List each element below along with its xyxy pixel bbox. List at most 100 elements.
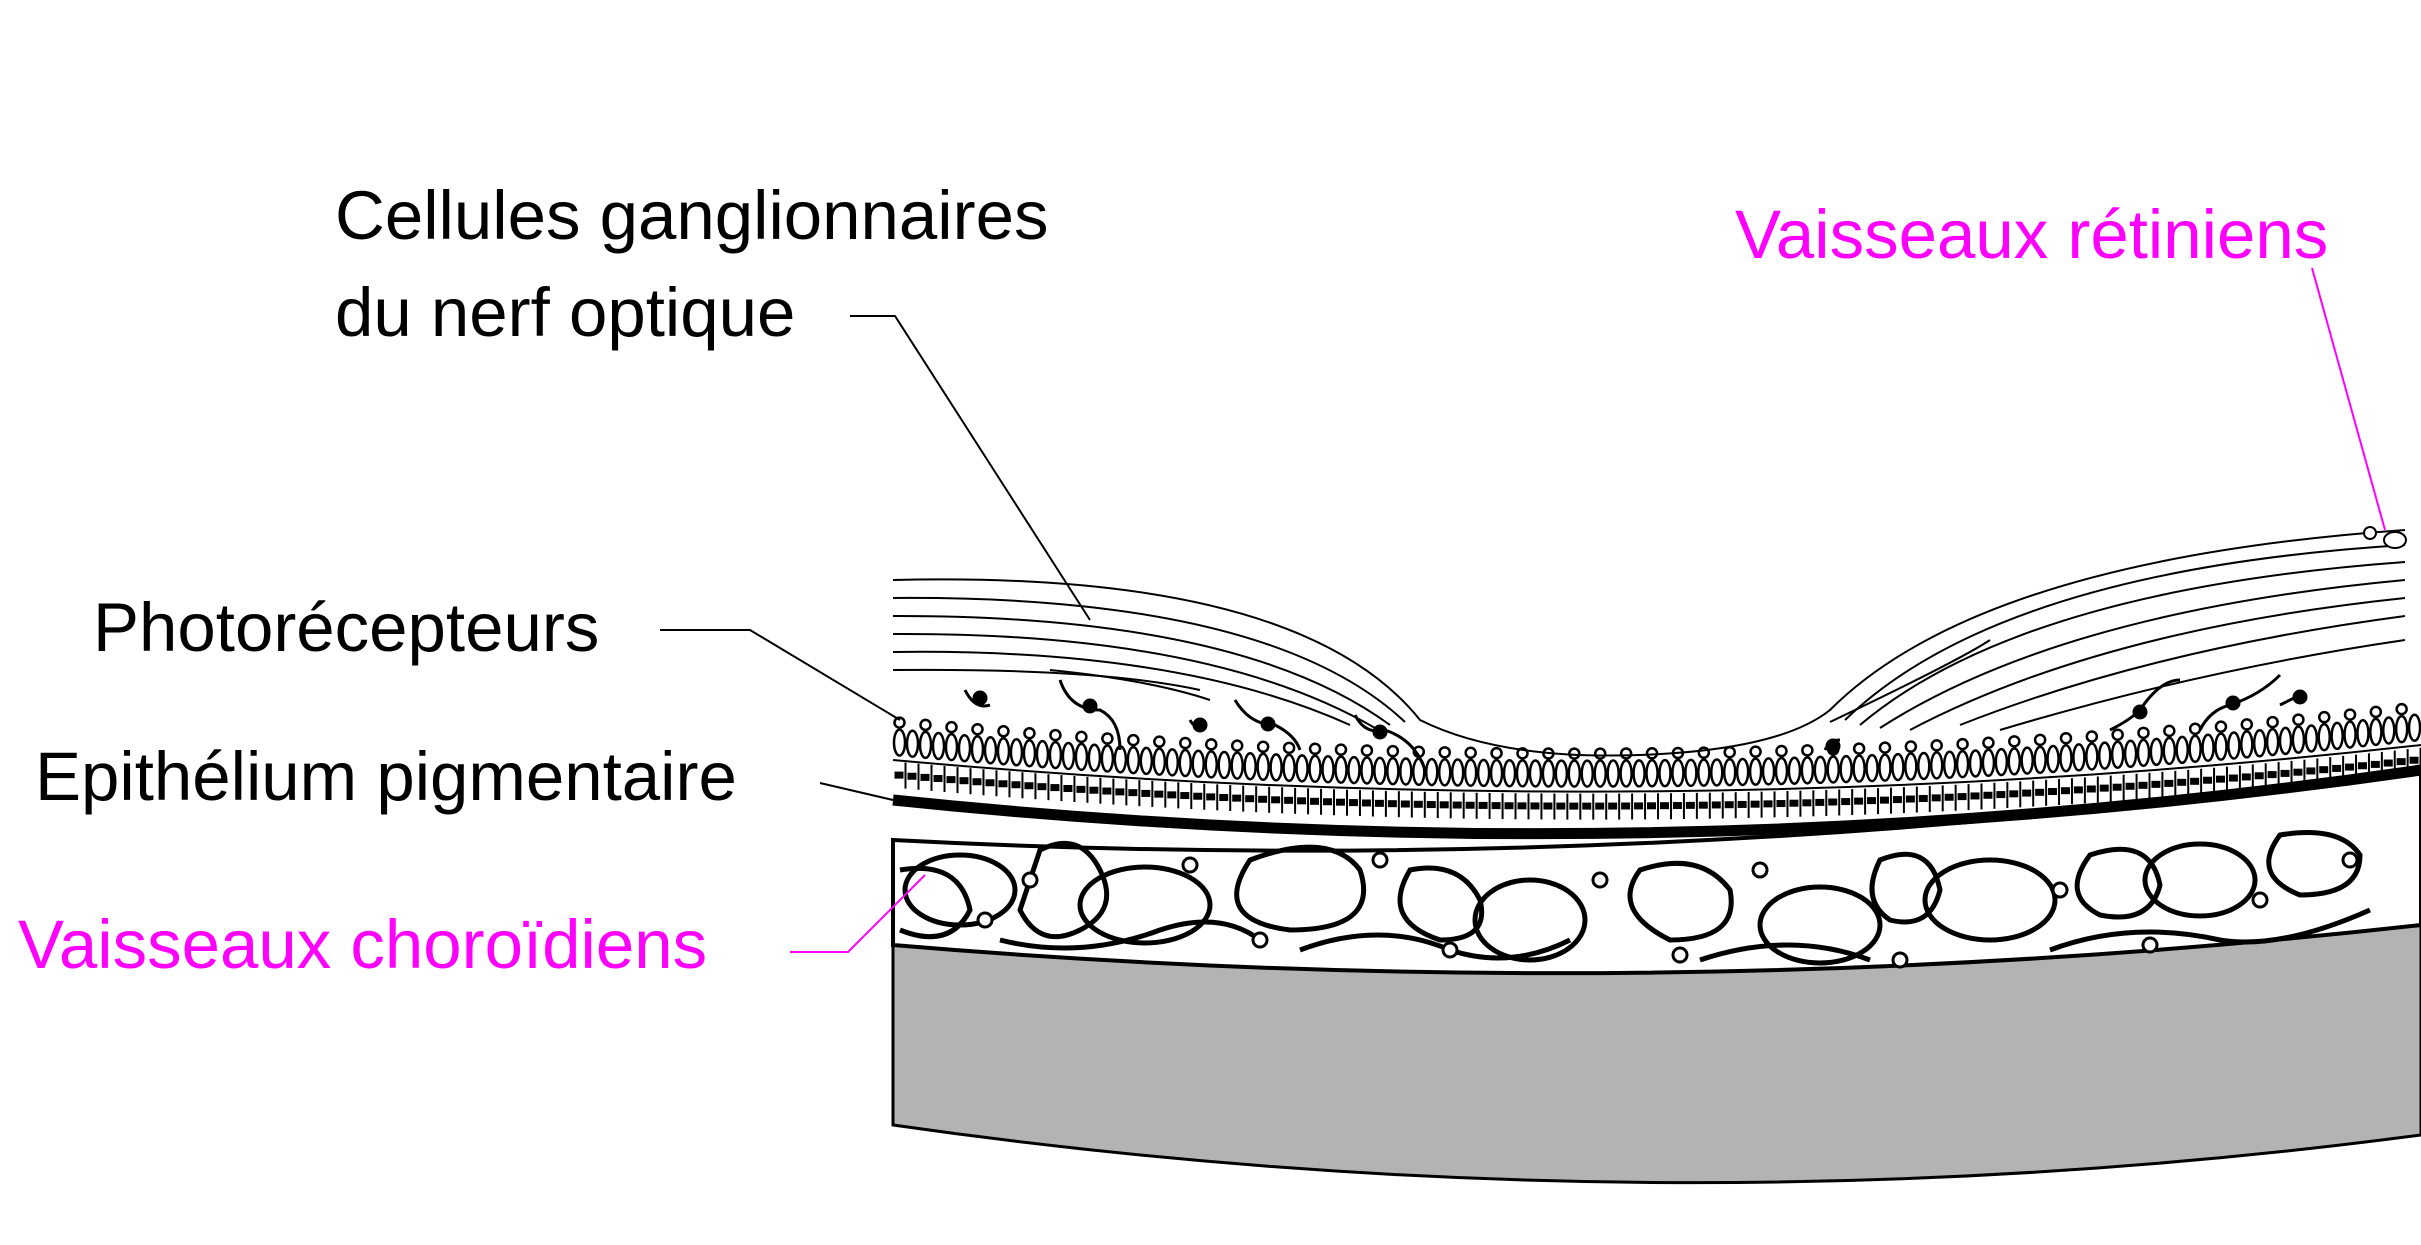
photoreceptor-outer-segment bbox=[1191, 749, 1206, 778]
photoreceptor-outer-segment bbox=[1308, 754, 1322, 784]
photoreceptor-outer-segment bbox=[1113, 745, 1128, 774]
photoreceptor-outer-segment bbox=[2356, 719, 2370, 748]
pigment-granule bbox=[1854, 797, 1864, 805]
photoreceptor-outer-segment bbox=[1684, 758, 1698, 788]
pigment-granule bbox=[2177, 778, 2187, 786]
pigment-granule bbox=[1258, 795, 1268, 803]
photoreceptor-outer-segment bbox=[1554, 759, 1569, 788]
photoreceptor-nucleus bbox=[2343, 708, 2357, 721]
pigment-granule bbox=[2086, 785, 2096, 793]
photoreceptors-label: Photorécepteurs bbox=[93, 589, 600, 666]
pigment-granule bbox=[1063, 784, 1073, 792]
photoreceptor-outer-segment bbox=[1541, 759, 1556, 788]
pigment-granule bbox=[1737, 800, 1747, 808]
photoreceptor-outer-segment bbox=[1035, 739, 1050, 769]
photoreceptor-outer-segment bbox=[996, 737, 1011, 766]
pigment-granule bbox=[1154, 790, 1164, 798]
pigment-granule bbox=[2306, 767, 2316, 775]
photoreceptor-outer-segment bbox=[1632, 759, 1646, 788]
nerve-fiber-layer bbox=[892, 529, 2406, 757]
pigment-granule bbox=[1400, 800, 1410, 808]
photoreceptor-outer-segment bbox=[2394, 714, 2409, 744]
photoreceptor-outer-segment bbox=[1761, 757, 1776, 786]
pigment-granule bbox=[1323, 798, 1333, 806]
photoreceptor-nucleus bbox=[1464, 746, 1477, 760]
photoreceptor-outer-segment bbox=[2265, 727, 2280, 757]
photoreceptor-nucleus bbox=[1127, 733, 1140, 747]
pigment-granule bbox=[1050, 784, 1060, 792]
pigment-granule bbox=[1245, 795, 1255, 803]
photoreceptor-outer-segment bbox=[2033, 745, 2047, 775]
photoreceptor-outer-segment bbox=[2085, 742, 2099, 771]
pigment-granule bbox=[1957, 793, 1967, 801]
photoreceptor-outer-segment bbox=[2149, 737, 2164, 767]
photoreceptor-outer-segment bbox=[1994, 747, 2009, 777]
pigment-granule bbox=[1647, 802, 1657, 810]
pigment-granule bbox=[1556, 802, 1566, 810]
pigment-granule bbox=[1867, 797, 1877, 805]
photoreceptor-nucleus bbox=[1230, 739, 1244, 752]
photoreceptor-nucleus bbox=[2008, 735, 2021, 748]
pigment-granule bbox=[2009, 790, 2019, 798]
photoreceptor-outer-segment bbox=[1489, 758, 1504, 788]
photoreceptor-outer-segment bbox=[1904, 752, 1918, 781]
photoreceptor-outer-segment bbox=[1152, 747, 1167, 776]
photoreceptor-nucleus bbox=[1852, 742, 1866, 755]
photoreceptor-outer-segment bbox=[1852, 754, 1866, 783]
photoreceptor-outer-segment bbox=[1321, 755, 1335, 784]
pigment-granule bbox=[1297, 797, 1307, 805]
pigment-granule bbox=[1802, 799, 1812, 807]
pigment-granule bbox=[946, 776, 956, 784]
pigment-granule bbox=[1024, 782, 1034, 790]
photoreceptor-outer-segment bbox=[957, 733, 972, 763]
photoreceptor-outer-segment bbox=[1126, 745, 1141, 775]
photoreceptor-nucleus bbox=[2369, 705, 2383, 719]
pigment-granule bbox=[2254, 772, 2264, 780]
pigment-granule bbox=[1918, 794, 1928, 802]
pigment-granule bbox=[1141, 789, 1151, 797]
pigment-granule bbox=[1892, 796, 1902, 804]
photoreceptor-outer-segment bbox=[2343, 720, 2357, 749]
photoreceptor-outer-segment bbox=[1204, 750, 1218, 779]
photoreceptor-outer-segment bbox=[1580, 759, 1595, 788]
pigment-granule bbox=[1724, 801, 1734, 809]
pigment-granule bbox=[2319, 766, 2329, 774]
photoreceptor-outer-segment bbox=[1347, 755, 1361, 785]
photoreceptor-nucleus bbox=[1775, 744, 1788, 758]
photoreceptor-outer-segment bbox=[1178, 748, 1193, 778]
photoreceptor-nucleus bbox=[919, 718, 932, 732]
choroidal-small-vessels bbox=[976, 851, 2359, 969]
pigment-granule bbox=[1685, 801, 1695, 809]
pigment-granule bbox=[2073, 786, 2083, 794]
photoreceptor-outer-segment bbox=[1735, 757, 1750, 787]
pigment-granule bbox=[959, 777, 969, 785]
photoreceptor-outer-segment bbox=[1968, 749, 1983, 778]
pigment-granule bbox=[1944, 793, 1954, 801]
photoreceptor-outer-segment bbox=[2317, 722, 2331, 752]
photoreceptor-outer-segment bbox=[2240, 730, 2254, 759]
photoreceptor-outer-segment bbox=[2201, 733, 2215, 762]
pigment-granule bbox=[2267, 771, 2277, 779]
photoreceptor-outer-segment bbox=[2227, 731, 2241, 760]
pigment-granule bbox=[2138, 781, 2148, 789]
photoreceptor-nucleus bbox=[2137, 726, 2150, 740]
pigment-granule bbox=[1478, 801, 1488, 809]
ganglion-cells-label-line2: du nerf optique bbox=[335, 274, 796, 351]
photoreceptor-nucleus bbox=[1723, 745, 1736, 759]
photoreceptor-nucleus bbox=[1516, 747, 1529, 760]
pigment-granule bbox=[2048, 788, 2058, 796]
photoreceptor-outer-segment bbox=[1425, 757, 1439, 787]
photoreceptor-outer-segment bbox=[931, 731, 946, 761]
photoreceptor-nucleus bbox=[1075, 730, 1088, 744]
photoreceptor-outer-segment bbox=[2097, 741, 2112, 770]
photoreceptor-outer-segment bbox=[2020, 746, 2034, 775]
photoreceptor-outer-segment bbox=[1256, 752, 1270, 782]
pigment-granule bbox=[1426, 801, 1436, 809]
pigment-granule bbox=[2035, 788, 2045, 796]
photoreceptor-outer-segment bbox=[2382, 716, 2396, 745]
photoreceptor-outer-segment bbox=[1917, 751, 1931, 781]
pigment-granule bbox=[1284, 796, 1294, 804]
pigment-granule bbox=[1672, 802, 1682, 810]
bruch-membrane bbox=[892, 764, 2421, 840]
